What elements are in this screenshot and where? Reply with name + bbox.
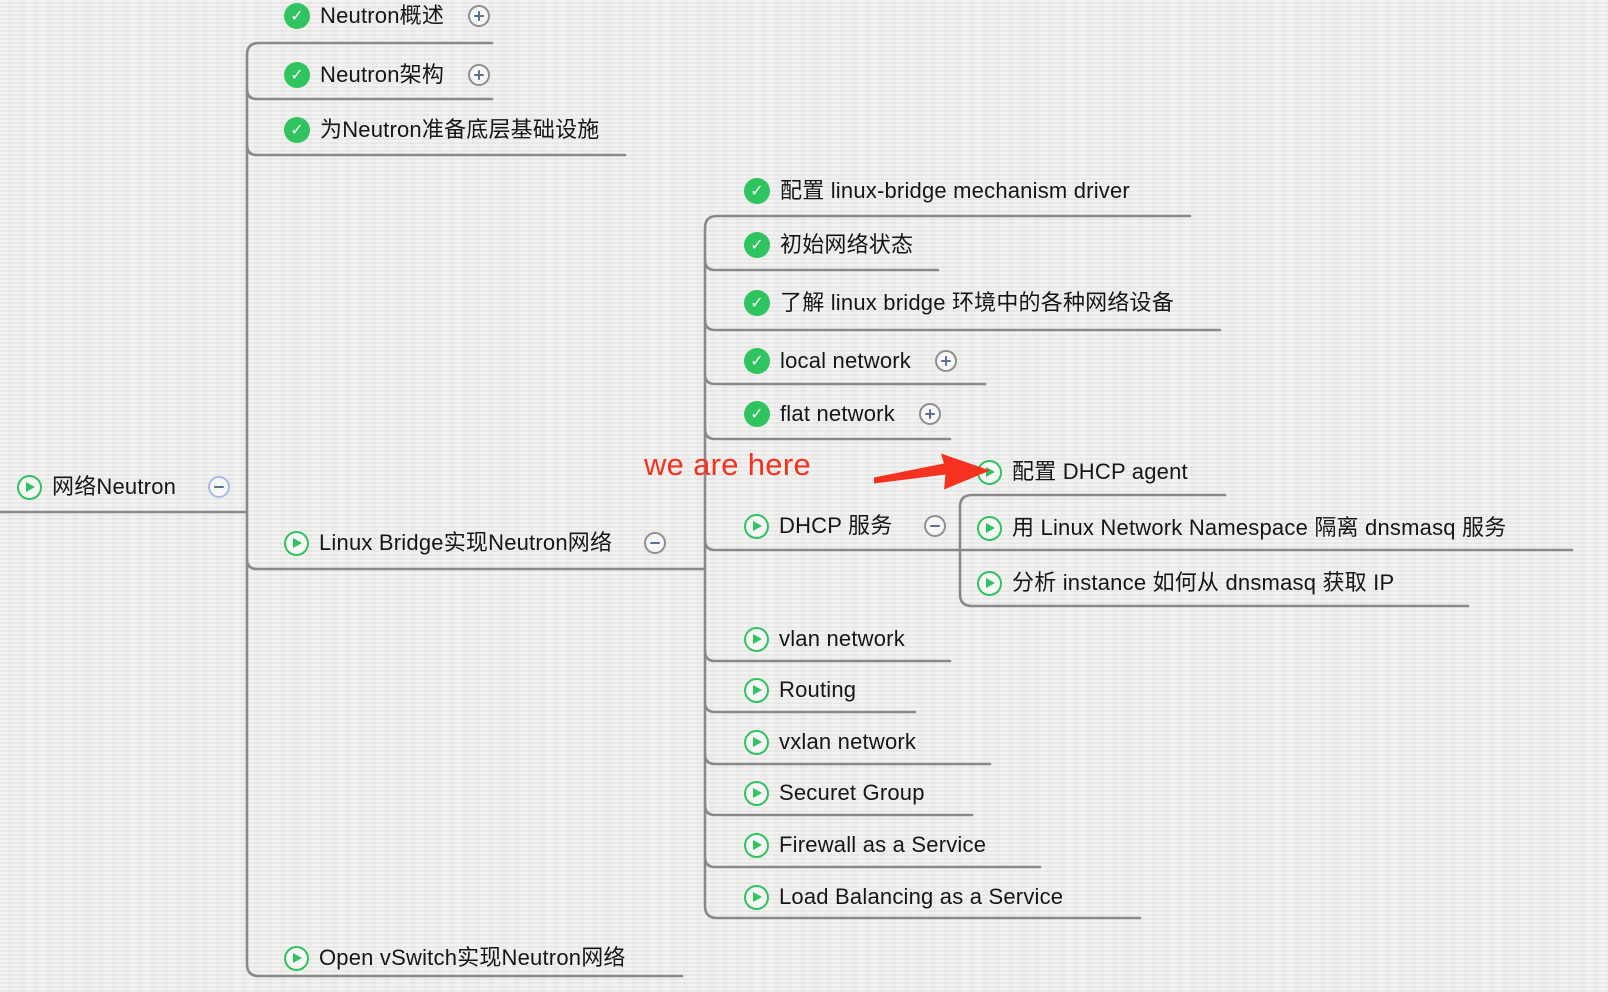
check-circle-icon: [744, 232, 770, 258]
mindmap-node-securet-group[interactable]: Securet Group: [744, 777, 925, 809]
mindmap-node-linux-bridge[interactable]: Linux Bridge实现Neutron网络: [284, 527, 667, 559]
check-circle-icon: [744, 178, 770, 204]
collapse-button[interactable]: [208, 476, 231, 498]
node-label: 为Neutron准备底层基础设施: [320, 117, 600, 142]
play-circle-icon: [744, 626, 769, 652]
play-circle-icon: [744, 780, 769, 806]
play-circle-icon: [977, 459, 1002, 485]
collapse-button[interactable]: [644, 532, 667, 554]
play-circle-icon: [744, 677, 769, 703]
mindmap-node-initial-network-state[interactable]: 初始网络状态: [744, 229, 913, 261]
node-label: Neutron概述: [320, 3, 445, 28]
node-label: 分析 instance 如何从 dnsmasq 获取 IP: [1012, 570, 1395, 595]
check-circle-icon: [744, 290, 770, 316]
mindmap-node-local-network[interactable]: local network: [744, 345, 957, 377]
mindmap-node-neutron-root[interactable]: 网络Neutron: [17, 471, 231, 503]
node-label: 了解 linux bridge 环境中的各种网络设备: [780, 290, 1174, 315]
mindmap-node-bridge-devices[interactable]: 了解 linux bridge 环境中的各种网络设备: [744, 287, 1174, 319]
node-label: vlan network: [779, 626, 905, 651]
expand-button[interactable]: [468, 64, 491, 86]
play-circle-icon: [284, 945, 309, 971]
play-circle-icon: [744, 884, 769, 910]
mindmap-node-neutron-architecture[interactable]: Neutron架构: [284, 59, 491, 91]
mindmap-node-linux-bridge-driver[interactable]: 配置 linux-bridge mechanism driver: [744, 175, 1130, 207]
mindmap-node-neutron-overview[interactable]: Neutron概述: [284, 0, 491, 32]
mindmap-node-vxlan-network[interactable]: vxlan network: [744, 726, 916, 758]
check-circle-icon: [284, 62, 310, 88]
node-label: flat network: [780, 401, 895, 426]
check-circle-icon: [744, 401, 770, 427]
mindmap-node-dhcp-service[interactable]: DHCP 服务: [744, 510, 947, 542]
node-label: 用 Linux Network Namespace 隔离 dnsmasq 服务: [1012, 515, 1507, 540]
node-label: DHCP 服务: [779, 513, 893, 538]
we-are-here-annotation: we are here: [644, 447, 812, 482]
node-label: 初始网络状态: [780, 232, 914, 257]
mindmap-node-instance-dnsmasq-ip[interactable]: 分析 instance 如何从 dnsmasq 获取 IP: [977, 567, 1394, 599]
node-label: 配置 linux-bridge mechanism driver: [780, 178, 1130, 203]
play-circle-icon: [744, 513, 769, 539]
mindmap-node-vlan-network[interactable]: vlan network: [744, 623, 905, 655]
mindmap-node-open-vswitch[interactable]: Open vSwitch实现Neutron网络: [284, 942, 626, 974]
mindmap-node-firewall-as-a-service[interactable]: Firewall as a Service: [744, 829, 986, 861]
check-circle-icon: [284, 3, 310, 29]
mindmap-node-flat-network[interactable]: flat network: [744, 398, 941, 430]
node-label: Routing: [779, 677, 857, 702]
play-circle-icon: [744, 832, 769, 858]
check-circle-icon: [284, 117, 310, 143]
play-circle-icon: [17, 474, 42, 500]
mindmap-node-dhcp-agent[interactable]: 配置 DHCP agent: [977, 456, 1188, 488]
node-label: local network: [780, 348, 911, 373]
play-circle-icon: [977, 570, 1002, 596]
mindmap-node-routing[interactable]: Routing: [744, 674, 856, 706]
collapse-button[interactable]: [924, 515, 947, 537]
play-circle-icon: [744, 729, 769, 755]
check-circle-icon: [744, 348, 770, 374]
node-label: 网络Neutron: [52, 474, 177, 499]
expand-button[interactable]: [935, 350, 957, 372]
mindmap-node-load-balancing-as-a-service[interactable]: Load Balancing as a Service: [744, 881, 1063, 913]
node-label: vxlan network: [779, 729, 917, 754]
expand-button[interactable]: [918, 403, 941, 425]
node-label: Securet Group: [779, 780, 925, 805]
mindmap-node-namespace-dnsmasq[interactable]: 用 Linux Network Namespace 隔离 dnsmasq 服务: [977, 512, 1506, 544]
play-circle-icon: [977, 515, 1002, 541]
play-circle-icon: [284, 530, 309, 556]
node-label: Load Balancing as a Service: [779, 884, 1064, 909]
node-label: 配置 DHCP agent: [1012, 459, 1188, 484]
node-label: Open vSwitch实现Neutron网络: [319, 945, 626, 970]
expand-button[interactable]: [468, 5, 491, 27]
node-label: Firewall as a Service: [779, 832, 987, 857]
node-label: Linux Bridge实现Neutron网络: [319, 530, 613, 555]
mindmap-node-neutron-infrastructure[interactable]: 为Neutron准备底层基础设施: [284, 114, 599, 146]
node-label: Neutron架构: [320, 62, 445, 87]
